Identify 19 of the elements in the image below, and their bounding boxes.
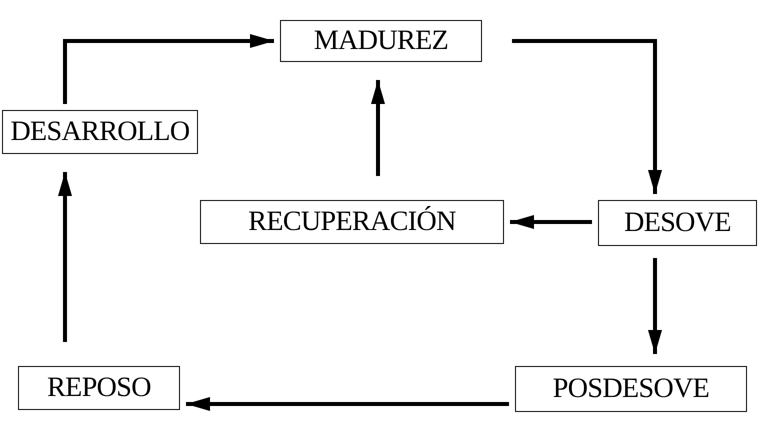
stage-box <box>200 200 504 244</box>
arrow <box>648 258 662 354</box>
arrow <box>63 34 274 104</box>
stage-box <box>2 110 198 154</box>
stage-box <box>280 20 482 62</box>
arrow <box>58 172 72 342</box>
arrow <box>371 80 385 176</box>
arrow <box>510 215 592 229</box>
stage-label: RECUPERACIÓN <box>248 206 456 238</box>
arrow <box>512 39 662 194</box>
stage-label: REPOSO <box>47 372 151 404</box>
stage-box <box>598 200 757 246</box>
stage-box <box>515 366 747 412</box>
stage-label: DESOVE <box>624 207 731 239</box>
stage-box <box>18 366 180 410</box>
stage-label: MADUREZ <box>314 25 448 57</box>
stage-label: DESARROLLO <box>10 116 190 148</box>
arrow <box>186 397 509 411</box>
stage-label: POSDESOVE <box>552 373 710 405</box>
